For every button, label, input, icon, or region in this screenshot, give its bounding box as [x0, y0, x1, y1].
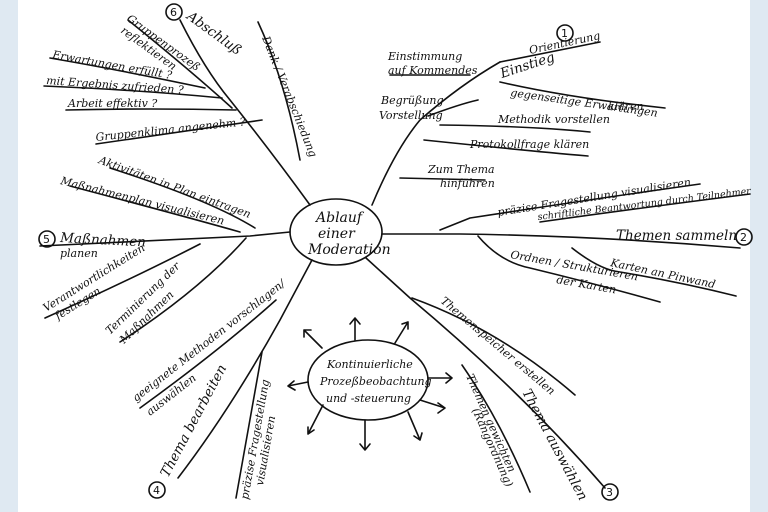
branch-massnahmen-line — [39, 231, 291, 247]
protokoll-line — [423, 139, 589, 157]
massnahmen-number: 5 — [43, 233, 50, 246]
methodik-label: Methodik vorstellen — [497, 113, 610, 126]
dank-label: Dank / Verabschiedung — [259, 33, 320, 159]
process-line3: und -steuerung — [326, 392, 411, 405]
massnahmen-number-circle — [38, 230, 56, 248]
themen-sammeln-number-circle — [735, 228, 753, 246]
aktivitaeten-line — [109, 167, 256, 229]
mindmap-paper — [18, 0, 750, 512]
erwartungen-label-2: klären — [608, 100, 644, 113]
thema-hinfuehren-label-2: hinführen — [440, 177, 495, 190]
fragestellung-line — [439, 183, 701, 231]
begruessung-label-2: Vorstellung — [379, 109, 443, 122]
dank-line — [257, 21, 301, 161]
abschluss-number: 6 — [170, 6, 177, 19]
verantwortlich-line — [44, 243, 201, 319]
karten-line — [571, 247, 737, 297]
abschluss-number-circle — [165, 3, 183, 21]
schriftlich-line — [539, 193, 751, 223]
branch-thema-auswaehlen-line — [365, 257, 606, 489]
arbeit-line — [65, 108, 237, 111]
protokoll-label: Protokollfrage klären — [469, 138, 589, 151]
ordnen-line — [477, 235, 661, 303]
einstimmung-label-2: auf Kommendes — [388, 64, 478, 77]
process-node: Kontinuierliche Prozeßbeobachtung und -s… — [287, 317, 453, 451]
terminierung-line — [119, 237, 247, 343]
methoden-line — [139, 299, 277, 409]
einstimmung-label-1: Einstimmung — [387, 50, 462, 63]
process-line1: Kontinuierliche — [326, 358, 413, 371]
massnahmen-title: Maßnahmen — [59, 230, 147, 251]
einstieg-number: 1 — [561, 27, 568, 40]
begruessung-label-1: Begrüßung — [380, 94, 444, 107]
center-line3: Moderation — [307, 242, 391, 258]
process-line2: Prozeßbeobachtung — [319, 375, 432, 388]
themenspeicher-line — [411, 297, 576, 396]
klima-line — [95, 119, 263, 145]
ergebnis-line — [43, 85, 223, 99]
branch-thema-bearbeiten: Thema bearbeiten 4 geeignete Methoden vo… — [130, 259, 313, 501]
center-line1: Ablauf — [314, 210, 365, 226]
branch-einstieg-line — [371, 61, 501, 206]
branch-themen-sammeln: Themen sammeln 2 präzise Fragestellung v… — [381, 176, 753, 303]
branch-massnahmen: 5 Maßnahmen planen Aktivitäten in Plan e… — [38, 153, 291, 347]
themen-sammeln-number: 2 — [740, 231, 747, 244]
thema-auswaehlen-title: Thema auswählen — [518, 386, 590, 503]
klima-label: Gruppenklima angenehm ? — [95, 115, 246, 144]
branch-themen-sammeln-line — [381, 233, 741, 249]
orientierung-line — [499, 41, 601, 63]
branch-abschluss-line — [179, 19, 311, 206]
arbeit-label: Arbeit effektiv ? — [67, 97, 157, 110]
massnahmenplan-line — [69, 185, 241, 233]
erwartungen-erfuellt-line — [49, 57, 206, 89]
thema-bearbeiten-number-circle — [148, 481, 166, 499]
branch-abschluss: 6 Abschluß Dank / Verabschiedung Gruppen… — [43, 3, 320, 206]
erwartungen-line — [499, 81, 666, 109]
thema-auswaehlen-number: 3 — [606, 486, 613, 499]
einstieg-title: Einstieg — [497, 49, 557, 82]
thema-hinfuehren-line — [399, 177, 486, 181]
process-ellipse — [307, 339, 429, 421]
thema-auswaehlen-number-circle — [601, 483, 619, 501]
branch-einstieg: Einstieg 1 Orientierung Einstimmung auf … — [371, 24, 666, 206]
frage-visual-line — [235, 351, 263, 499]
begruessung-line — [427, 99, 479, 117]
gruppenprozess-line — [127, 19, 233, 109]
center-line2: einer — [318, 226, 356, 242]
einstieg-number-circle — [556, 24, 574, 42]
abschluss-title: Abschluß — [182, 7, 244, 59]
branch-thema-bearbeiten-line — [177, 259, 313, 479]
themenspeicher-label: Themenspeicher erstellen — [438, 294, 558, 397]
methodik-line — [439, 124, 591, 133]
gewichten-line — [461, 364, 531, 493]
massnahmen-sub: planen — [60, 247, 98, 260]
thema-hinfuehren-label-1: Zum Thema — [427, 163, 495, 176]
process-arrows — [287, 317, 453, 451]
themen-sammeln-title: Themen sammeln — [616, 228, 737, 244]
thema-bearbeiten-number: 4 — [153, 484, 160, 497]
